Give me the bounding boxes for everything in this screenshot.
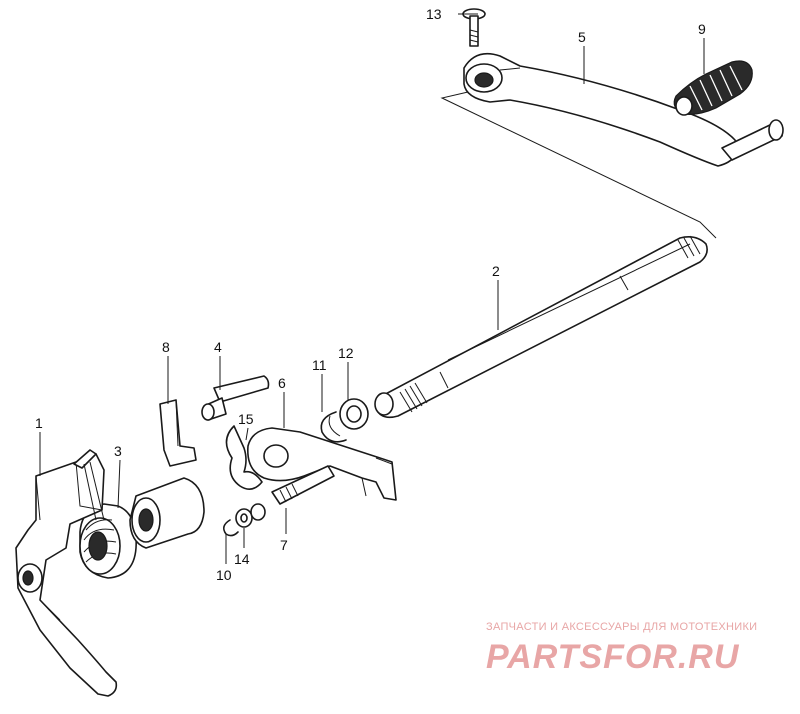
callout-15: 15 <box>238 411 254 427</box>
part-8-stopper-plate <box>159 399 197 467</box>
callout-2: 2 <box>492 263 500 279</box>
callout-11: 11 <box>312 357 327 373</box>
part-4-pin <box>201 375 270 421</box>
part-2-gearshift-spindle <box>374 235 708 419</box>
callout-5: 5 <box>578 29 586 45</box>
callout-9: 9 <box>698 21 706 37</box>
watermark: ЗАПЧАСТИ И АКСЕССУАРЫ ДЛЯ МОТОТЕХНИКИ PA… <box>486 621 757 676</box>
part-3-return-spring <box>79 503 137 579</box>
part-13-bolt <box>462 8 486 47</box>
watermark-tagline: ЗАПЧАСТИ И АКСЕССУАРЫ ДЛЯ МОТОТЕХНИКИ <box>486 621 757 633</box>
callout-14: 14 <box>234 551 250 567</box>
part-10-circlip <box>222 519 239 537</box>
part-14-collar <box>235 503 266 528</box>
part-9-rubber-footpeg <box>673 60 753 116</box>
callout-10: 10 <box>216 567 232 583</box>
callout-3: 3 <box>114 443 122 459</box>
callout-4: 4 <box>214 339 222 355</box>
assembly-guide-lines <box>440 91 717 239</box>
watermark-logo: PARTSFOR.RU <box>486 638 740 676</box>
callout-6: 6 <box>278 375 286 391</box>
callout-8: 8 <box>162 339 170 355</box>
part-collar-sleeve <box>129 477 205 549</box>
part-5-shift-pedal-arm <box>463 52 784 167</box>
callout-12: 12 <box>338 345 354 361</box>
part-6-shift-arm <box>247 427 397 501</box>
callout-13: 13 <box>426 6 442 22</box>
part-11-circlip <box>320 411 347 443</box>
part-12-washer <box>339 398 369 430</box>
part-7-spring-pin <box>271 465 335 505</box>
callout-7: 7 <box>280 537 288 553</box>
part-1-shift-lever <box>15 449 118 697</box>
callout-1: 1 <box>35 415 43 431</box>
callout-labels: 13 5 9 2 8 4 6 11 12 15 1 3 7 10 14 <box>35 6 706 583</box>
leader-lines <box>39 13 705 564</box>
part-15-spring <box>225 425 263 490</box>
